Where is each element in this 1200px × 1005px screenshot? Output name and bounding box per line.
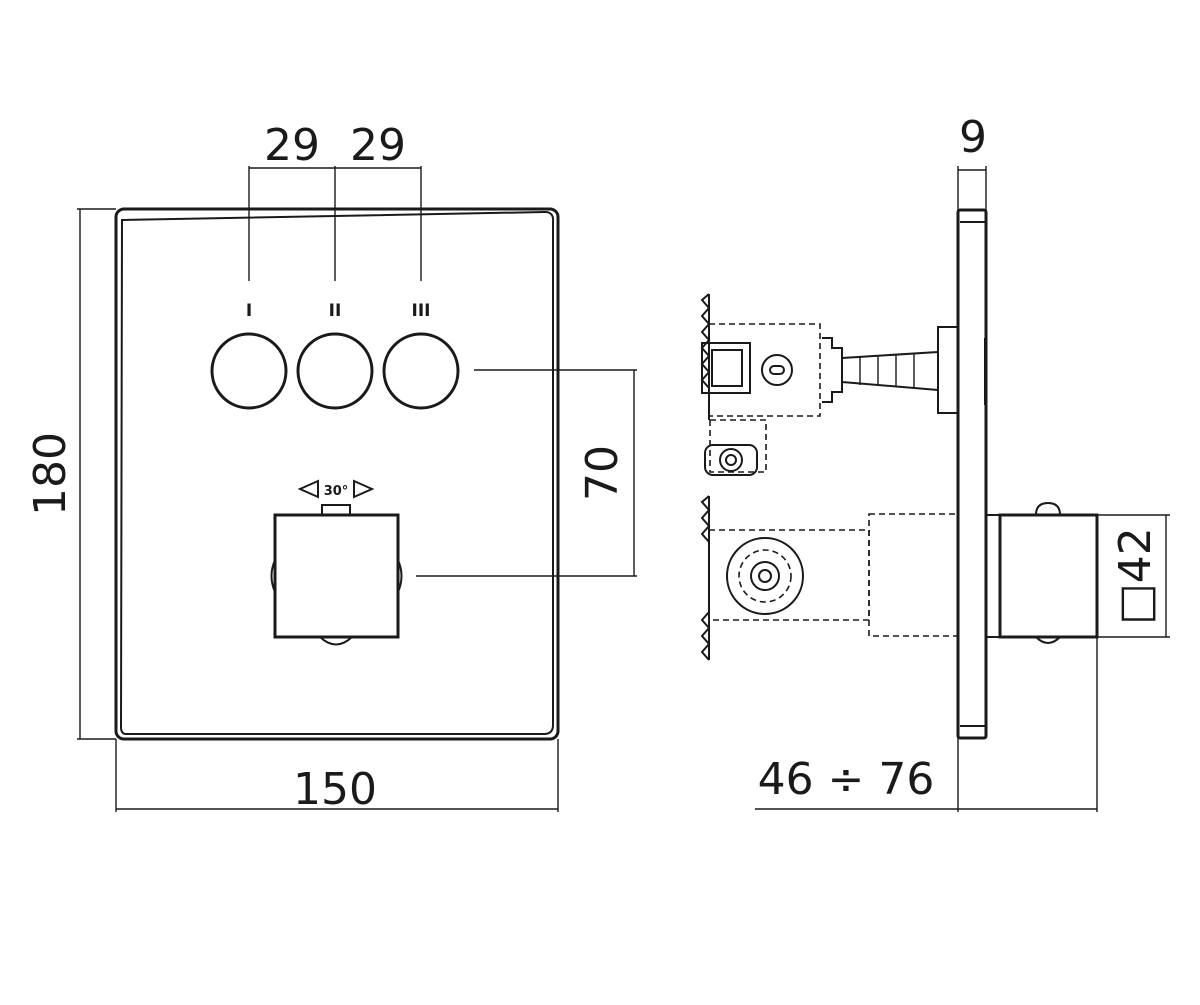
rotation-indicator: 30° [297, 479, 375, 499]
button-2-label: II [329, 301, 342, 321]
front-view: I II III 29 29 30° [25, 120, 637, 815]
plate-thickness-dimension: 9 [957, 112, 987, 210]
button-3-circle [382, 332, 460, 410]
front-plate-inner [119, 210, 555, 735]
side-view: 9 [700, 112, 1170, 812]
button-1-label: I [246, 301, 252, 321]
spacing-left-value: 29 [264, 120, 320, 171]
square-size-value: □42 [1110, 527, 1161, 625]
button-2-circle [296, 332, 374, 410]
installation-depth-dimension: 46 ÷ 76 [755, 637, 1098, 812]
button-spacing-dimension: 29 29 [248, 120, 422, 281]
vertical-offset-dimension: 70 [416, 369, 637, 577]
lower-valve-body [700, 495, 959, 661]
mixer-knob: 30° [270, 479, 403, 646]
button-1-circle [210, 332, 288, 410]
height-value: 180 [25, 432, 76, 516]
button-3-label: III [412, 301, 431, 321]
width-dimension: 150 [115, 739, 559, 815]
vertical-offset-value: 70 [577, 445, 628, 501]
rotation-label: 30° [324, 484, 349, 499]
spacing-right-value: 29 [350, 120, 406, 171]
plate-thickness-value: 9 [959, 112, 987, 163]
front-plate-outer [114, 207, 560, 741]
upper-valve-body [700, 293, 959, 476]
side-plate [956, 208, 988, 740]
installation-depth-value: 46 ÷ 76 [758, 754, 935, 805]
side-handle: □42 [985, 501, 1170, 644]
width-value: 150 [293, 764, 377, 815]
height-dimension: 180 [25, 208, 116, 740]
